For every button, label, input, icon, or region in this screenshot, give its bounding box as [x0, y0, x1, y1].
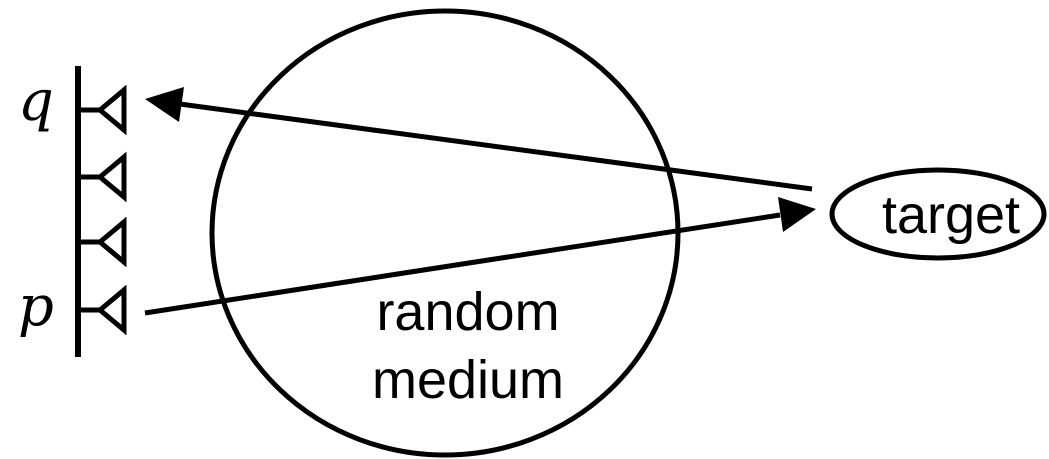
arrowhead-q: [145, 87, 184, 122]
sensor-q: [78, 84, 127, 136]
sensor-2: [78, 151, 127, 203]
arrow-target-to-q: [145, 87, 813, 192]
sensor-p: [78, 284, 127, 336]
sensor-3: [78, 216, 127, 268]
p-label: p: [18, 274, 54, 339]
q-label: q: [18, 69, 54, 134]
medium-label-line1: random: [376, 282, 559, 342]
medium-label-line2: medium: [372, 350, 564, 410]
arrow-p-to-target: [144, 197, 816, 316]
target-ellipse: [829, 167, 1047, 261]
target-label: target: [882, 185, 1020, 245]
arrowhead-target: [778, 197, 816, 232]
